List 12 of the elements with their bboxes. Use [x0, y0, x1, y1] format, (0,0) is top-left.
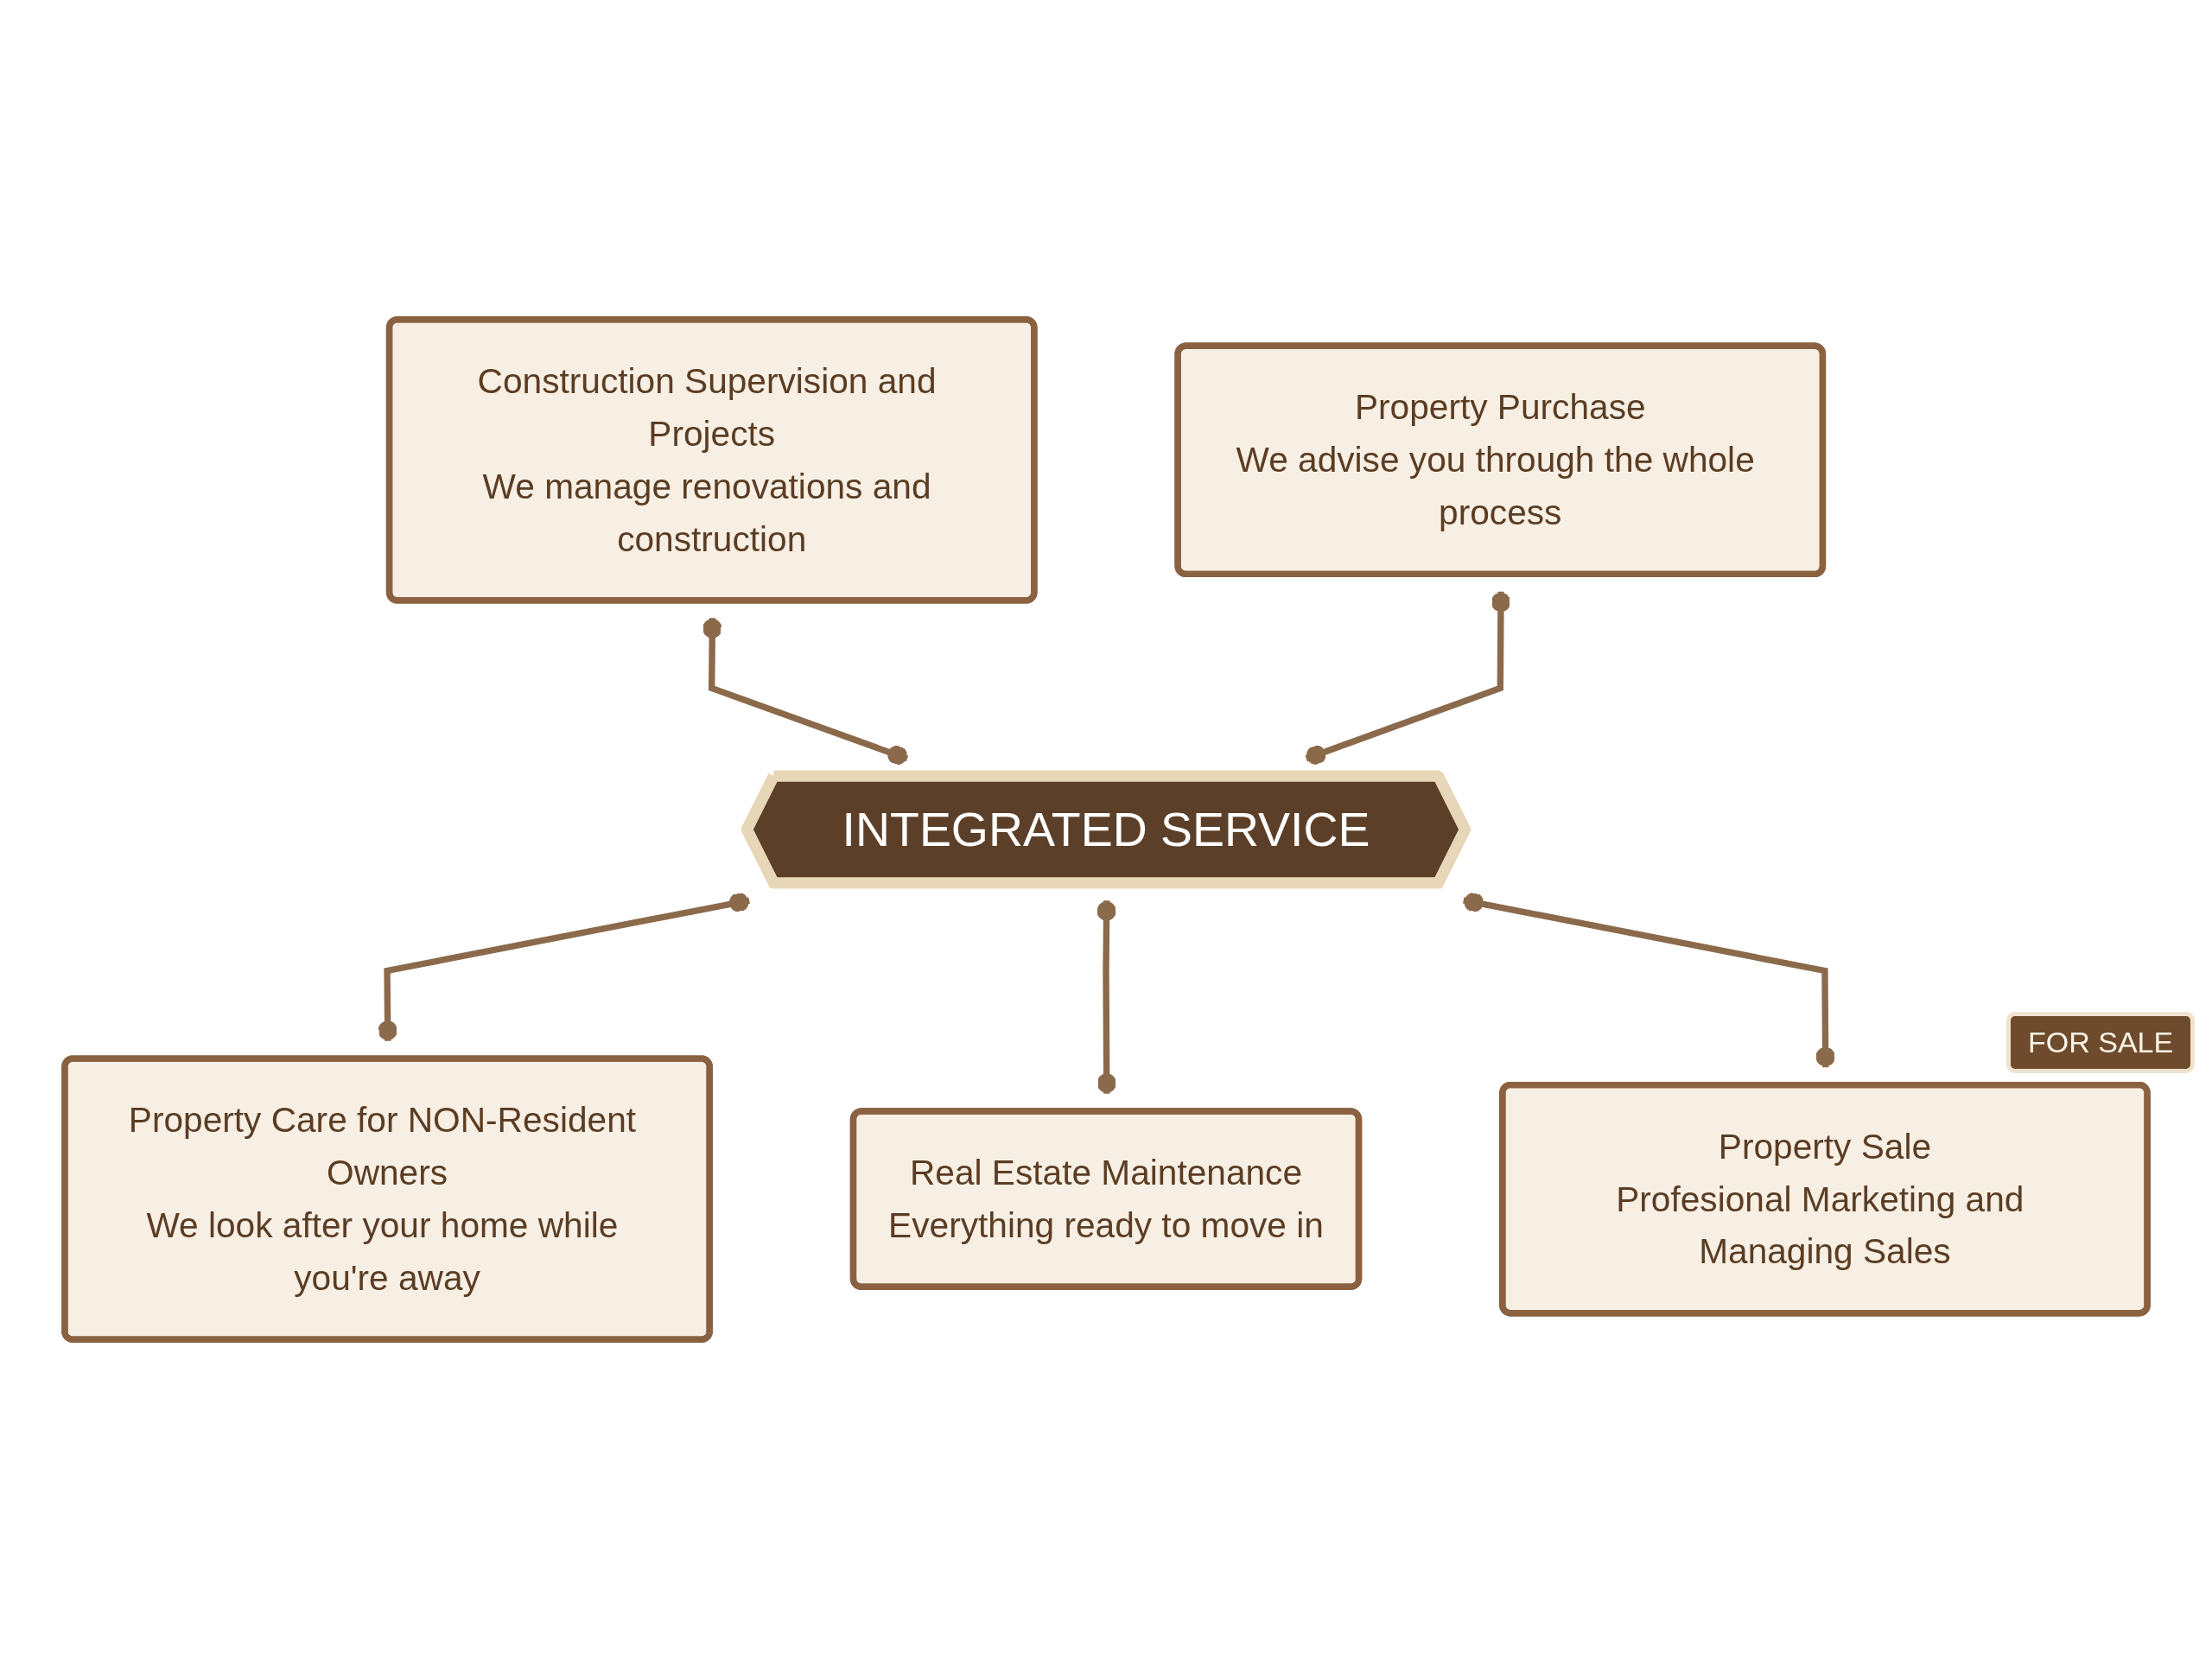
service-card: Property Purchase We advise you through the whole process [1174, 342, 1827, 578]
connector-line [1096, 900, 1116, 1094]
connector-line [1463, 893, 1835, 1068]
connector-line [1305, 591, 1511, 765]
connector-line [702, 618, 909, 766]
sign-label: FOR SALE [2006, 1012, 2196, 1073]
service-card: Construction Supervision and Projects We manage renovations and construction [385, 316, 1038, 604]
service-card: Real Estate Maintenance Everything ready to move in [849, 1108, 1363, 1290]
connector-line [378, 893, 750, 1041]
service-card: Property Sale Profesional Marketing and Managing Sales [1499, 1081, 2151, 1317]
hub-hexagon: INTEGRATED SERVICE [741, 770, 1471, 889]
service-card: Property Care for NON-Resident Owners We look after your home while you're away [61, 1055, 713, 1343]
